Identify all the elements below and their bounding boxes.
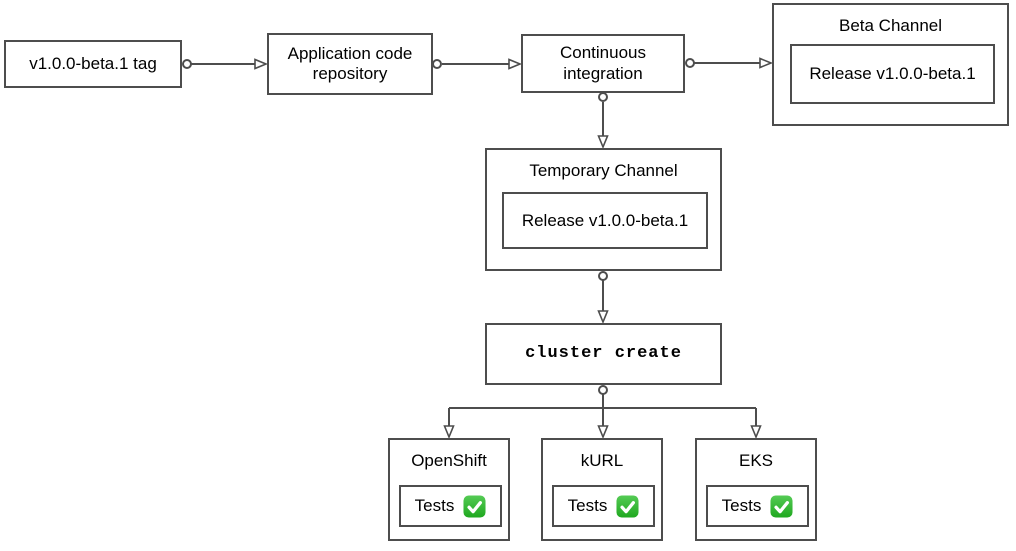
temporary-release-label: Release v1.0.0-beta.1 [521, 210, 689, 230]
node-app-repo: Application code repository [267, 33, 433, 95]
node-version-tag: v1.0.0-beta.1 tag [4, 40, 182, 88]
node-continuous-integration: Continuous integration [521, 34, 685, 93]
container-temporary-channel: Temporary Channel Release v1.0.0-beta.1 [485, 148, 722, 271]
node-continuous-integration-label: Continuous integration [559, 43, 646, 83]
node-platform-openshift: OpenShift Tests [388, 438, 510, 541]
check-icon [770, 494, 793, 518]
check-icon [463, 494, 486, 518]
node-app-repo-label: Application code repository [287, 43, 413, 83]
eks-tests-label: Tests [721, 496, 762, 515]
beta-channel-title: Beta Channel [838, 16, 943, 35]
node-cluster-create: cluster create [485, 323, 722, 385]
container-beta-channel: Beta Channel Release v1.0.0-beta.1 [772, 3, 1009, 126]
node-platform-kurl: kURL Tests [541, 438, 663, 541]
kurl-tests-box: Tests [552, 485, 655, 527]
platform-openshift-title: OpenShift [411, 451, 487, 470]
node-platform-eks: EKS Tests [695, 438, 817, 541]
openshift-tests-box: Tests [399, 485, 502, 527]
node-version-tag-label: v1.0.0-beta.1 tag [29, 53, 157, 73]
node-temporary-release: Release v1.0.0-beta.1 [502, 192, 708, 249]
openshift-tests-label: Tests [414, 496, 455, 515]
platform-eks-title: EKS [738, 451, 774, 470]
platform-kurl-title: kURL [580, 451, 624, 470]
beta-release-label: Release v1.0.0-beta.1 [809, 64, 976, 83]
node-beta-release: Release v1.0.0-beta.1 [790, 44, 995, 104]
kurl-tests-label: Tests [567, 496, 608, 515]
eks-tests-box: Tests [706, 485, 809, 527]
check-icon [616, 494, 639, 518]
cluster-create-label: cluster create [525, 343, 682, 363]
temporary-channel-title: Temporary Channel [529, 161, 678, 180]
